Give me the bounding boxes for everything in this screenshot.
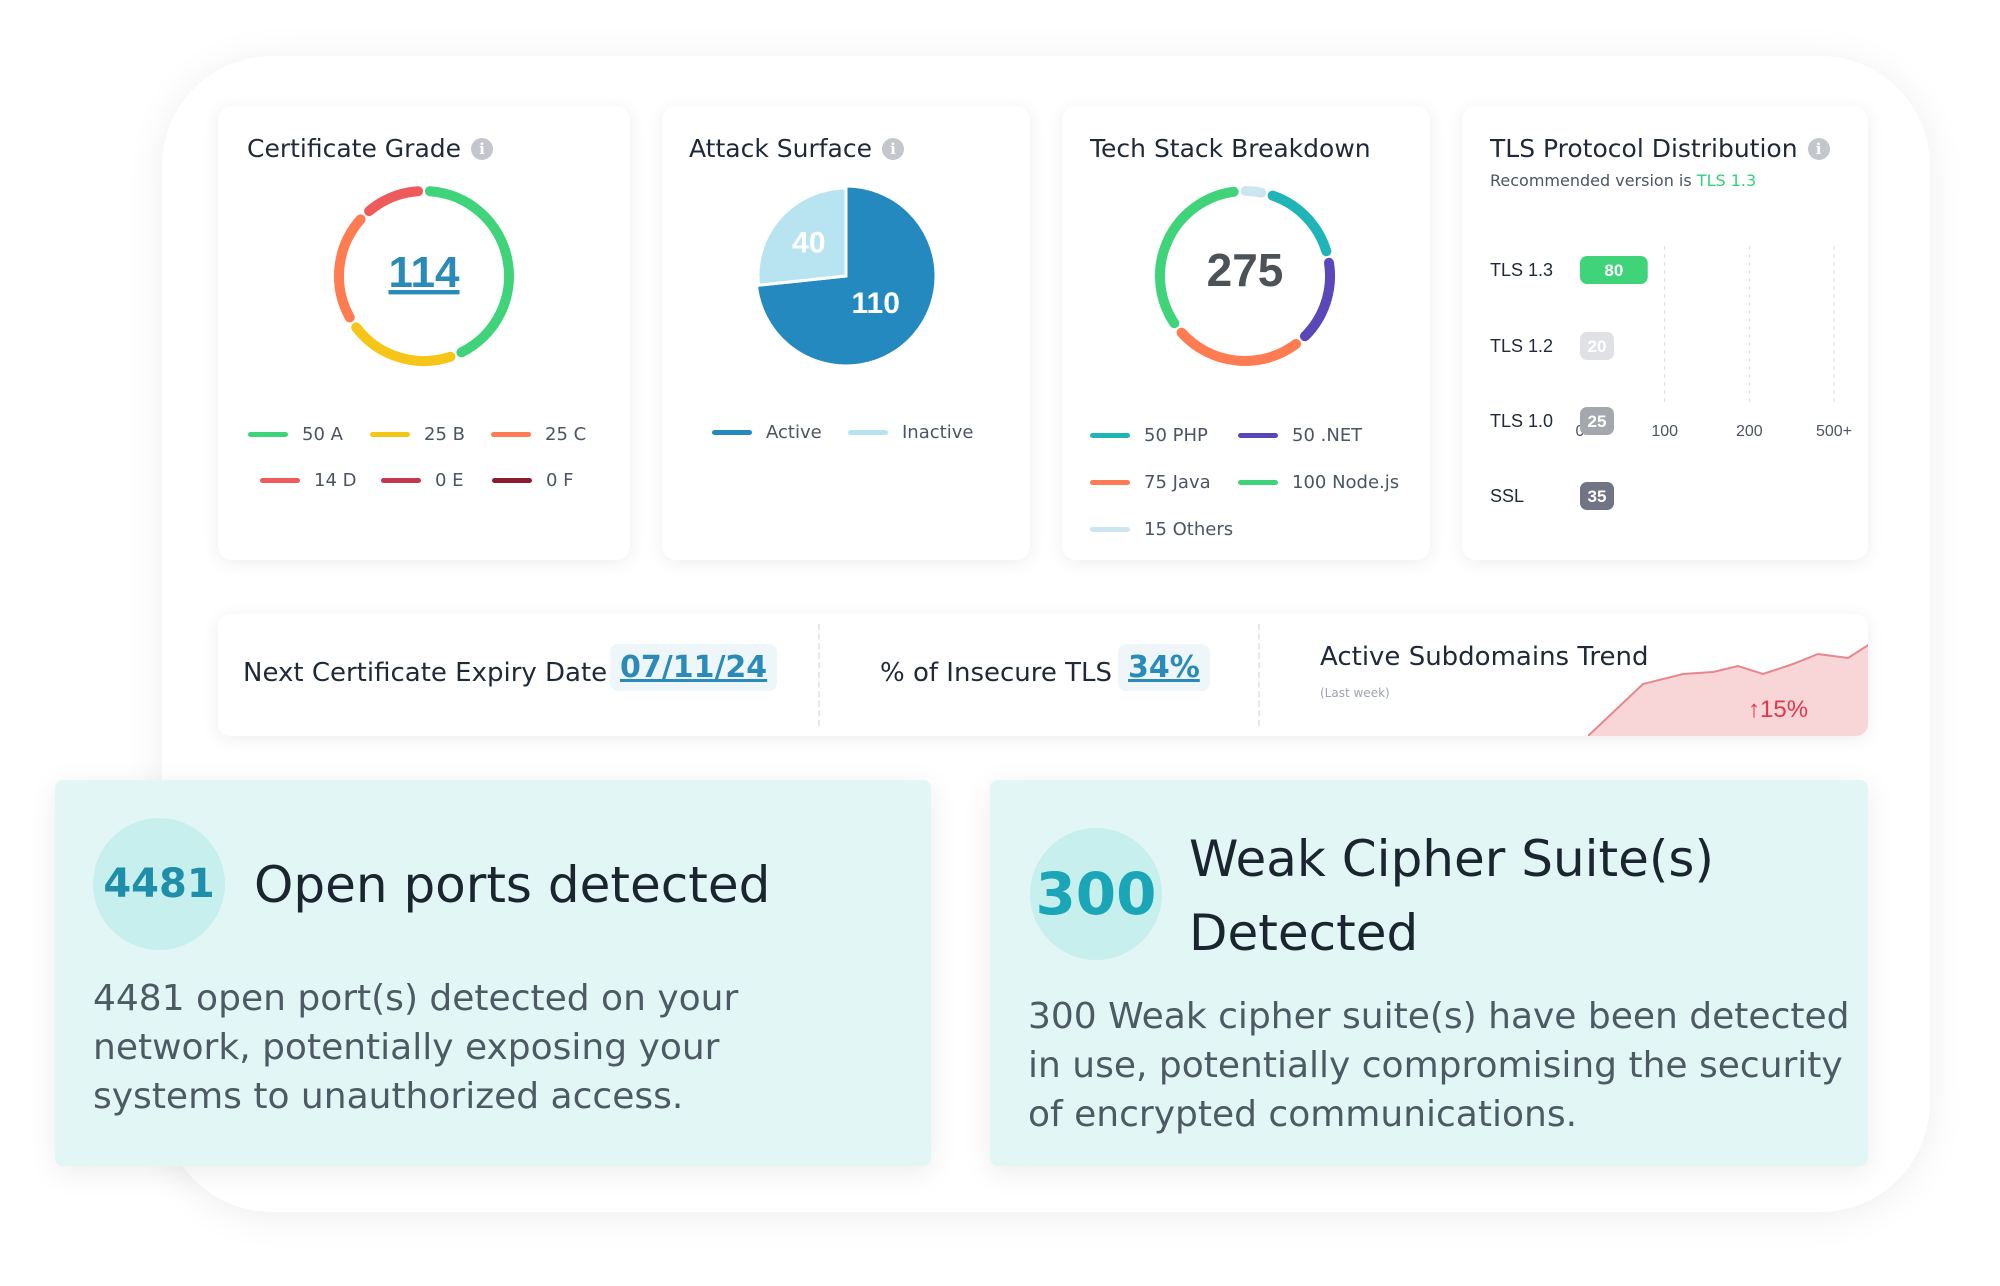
grade-segment-1[interactable] xyxy=(351,322,456,366)
category-label: TLS 1.2 xyxy=(1490,336,1553,356)
category-label: SSL xyxy=(1490,486,1524,506)
info-icon[interactable]: i xyxy=(882,137,904,160)
card-title: Certificate Grade i xyxy=(247,134,494,163)
tls-bar-tls-1-0[interactable] xyxy=(1580,407,1614,435)
attack-surface-pie: 110 40 xyxy=(754,184,938,368)
legend-item-others: 15 Others xyxy=(1090,519,1233,540)
legend-item-grade-b: 25 B xyxy=(370,424,465,445)
legend-swatch xyxy=(1090,480,1130,485)
tech-segment-0[interactable] xyxy=(1267,190,1332,257)
bar-value-label: 20 xyxy=(1588,337,1607,356)
insecure-tls-label: % of Insecure TLS xyxy=(880,658,1113,688)
legend-item-grade-c: 25 C xyxy=(491,424,586,445)
legend-item-java: 75 Java xyxy=(1090,472,1211,493)
category-label: TLS 1.0 xyxy=(1490,411,1553,431)
insecure-tls-value[interactable]: 34% xyxy=(1118,644,1210,691)
pie-label-active: 110 xyxy=(852,287,900,320)
open-ports-card: 4481 Open ports detected 4481 open port(… xyxy=(55,780,931,1166)
info-icon[interactable]: i xyxy=(1807,137,1830,160)
legend-swatch xyxy=(491,432,531,437)
certificate-grade-total[interactable]: 114 xyxy=(389,248,461,297)
legend-swatch xyxy=(381,478,421,483)
summary-bar: Next Certificate Expiry Date 07/11/24 % … xyxy=(218,614,1868,736)
grade-segment-2[interactable] xyxy=(334,214,366,323)
legend-item-active: Active xyxy=(712,422,822,443)
pie-slice-inactive[interactable] xyxy=(756,186,848,287)
open-ports-description: 4481 open port(s) detected on your netwo… xyxy=(93,978,739,1117)
legend-swatch xyxy=(1238,433,1278,438)
tech-stack-donut: 275 xyxy=(1155,186,1335,366)
x-tick-label: 200 xyxy=(1736,423,1763,440)
x-tick-label: 0 xyxy=(1576,423,1585,440)
legend-item-grade-d: 14 D xyxy=(260,470,357,491)
tls-recommended-version: TLS 1.3 xyxy=(1696,171,1757,190)
legend-item-inactive: Inactive xyxy=(848,422,973,443)
tech-segment-2[interactable] xyxy=(1176,327,1301,366)
card-title: Tech Stack Breakdown xyxy=(1090,134,1371,163)
certificate-grade-donut: 114 xyxy=(334,186,514,366)
tech-segment-4[interactable] xyxy=(1240,186,1267,198)
trend-title: Active Subdomains Trend xyxy=(1320,642,1649,672)
legend-swatch xyxy=(492,478,532,483)
tls-distribution-card: TLS Protocol Distribution i Recommended … xyxy=(1462,106,1868,560)
tls-bar-ssl[interactable] xyxy=(1580,482,1614,510)
info-icon[interactable]: i xyxy=(471,137,494,160)
card-title: Attack Surface i xyxy=(689,134,904,163)
legend-swatch xyxy=(1090,433,1130,438)
legend-swatch xyxy=(370,432,410,437)
grade-segment-0[interactable] xyxy=(424,186,514,358)
legend-item-dotnet: 50 .NET xyxy=(1238,425,1362,446)
card-title: TLS Protocol Distribution i xyxy=(1490,134,1830,163)
x-tick-label: 100 xyxy=(1651,423,1678,440)
divider xyxy=(818,624,820,726)
trend-line xyxy=(1588,644,1868,736)
legend-item-php: 50 PHP xyxy=(1090,425,1208,446)
pie-label-inactive: 40 xyxy=(792,227,825,260)
tls-subtitle: Recommended version is TLS 1.3 xyxy=(1490,171,1757,190)
open-ports-title: Open ports detected xyxy=(254,856,771,914)
legend-item-grade-e: 0 E xyxy=(381,470,464,491)
attack-surface-card: Attack Surface i 110 40 Active Inactive xyxy=(662,106,1030,560)
category-label: TLS 1.3 xyxy=(1490,260,1553,280)
tls-bar-tls-1-2[interactable] xyxy=(1580,332,1614,360)
tls-bar-tls-1-3[interactable] xyxy=(1580,256,1648,284)
tech-stack-card: Tech Stack Breakdown 275 50 PHP 50 .NET … xyxy=(1062,106,1430,560)
grade-segment-3[interactable] xyxy=(364,186,424,217)
trend-subtitle: (Last week) xyxy=(1320,686,1390,700)
divider xyxy=(1258,624,1260,726)
bar-value-label: 25 xyxy=(1588,412,1607,431)
weak-cipher-card: 300 Weak Cipher Suite(s) Detected 300 We… xyxy=(990,780,1868,1166)
trend-change: ↑15% xyxy=(1748,696,1809,723)
x-tick-label: 500+ xyxy=(1816,423,1852,440)
open-ports-count: 4481 xyxy=(93,818,225,950)
legend-item-grade-a: 50 A xyxy=(248,424,343,445)
weak-cipher-description: 300 Weak cipher suite(s) have been detec… xyxy=(1028,996,1850,1135)
expiry-value[interactable]: 07/11/24 xyxy=(610,644,778,691)
expiry-label: Next Certificate Expiry Date xyxy=(243,658,608,688)
legend-item-nodejs: 100 Node.js xyxy=(1238,472,1399,493)
trend-area xyxy=(1588,645,1868,736)
legend-swatch xyxy=(260,478,300,483)
tech-segment-3[interactable] xyxy=(1155,186,1239,329)
bar-value-label: 35 xyxy=(1588,487,1607,506)
tech-segment-1[interactable] xyxy=(1299,257,1335,342)
legend-swatch xyxy=(848,430,888,435)
bar-value-label: 80 xyxy=(1604,261,1623,280)
legend-swatch xyxy=(248,432,288,437)
weak-cipher-title: Weak Cipher Suite(s) Detected xyxy=(1189,830,1714,962)
arrow-up-icon: ↑ xyxy=(1748,696,1760,723)
tech-stack-total: 275 xyxy=(1207,244,1284,296)
legend-swatch xyxy=(712,430,752,435)
legend-item-grade-f: 0 F xyxy=(492,470,574,491)
weak-cipher-count: 300 xyxy=(1030,828,1162,960)
certificate-grade-card: Certificate Grade i 114 50 A 25 B 25 C 1… xyxy=(218,106,630,560)
legend-swatch xyxy=(1090,527,1130,532)
legend-swatch xyxy=(1238,480,1278,485)
trend-sparkline xyxy=(1588,644,1868,736)
